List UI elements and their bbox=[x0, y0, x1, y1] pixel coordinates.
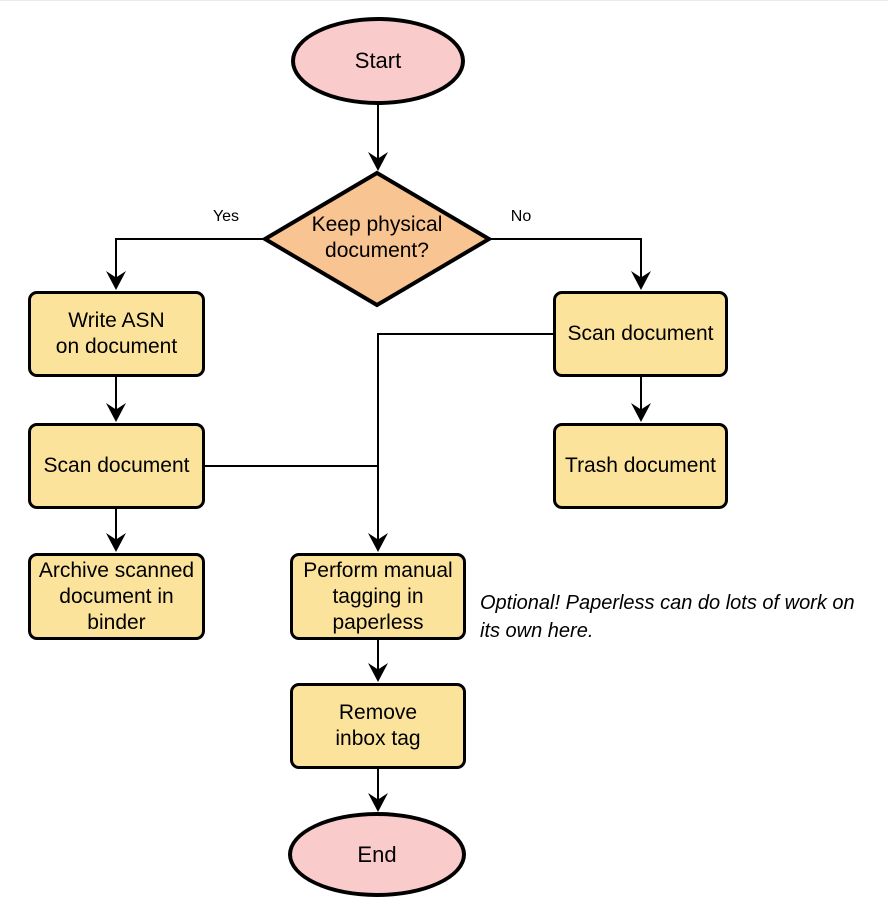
node-start: Start bbox=[291, 17, 465, 105]
decision-shape bbox=[261, 170, 493, 308]
node-archive-binder: Archive scanned document in binder bbox=[28, 553, 205, 640]
node-manual-tagging: Perform manual tagging in paperless bbox=[290, 553, 466, 640]
connector-no-branch bbox=[489, 238, 642, 278]
node-remove-inbox-tag: Remove inbox tag bbox=[290, 683, 466, 769]
node-trash-document: Trash document bbox=[553, 423, 728, 509]
node-scan-document-left: Scan document bbox=[28, 423, 205, 509]
arrow-head-archive bbox=[106, 533, 126, 552]
arrow-head-write-asn bbox=[106, 271, 126, 290]
connector-scanright-tagging bbox=[377, 333, 553, 540]
bottom-divider bbox=[0, 0, 888, 1]
arrow-head-tagging bbox=[368, 533, 388, 552]
arrow-head-decision bbox=[368, 152, 388, 171]
edge-label-no: No bbox=[510, 208, 532, 225]
edge-label-yes: Yes bbox=[212, 208, 240, 225]
arrow-head-trash bbox=[631, 403, 651, 422]
optional-note: Optional! Paperless can do lots of work … bbox=[480, 592, 855, 642]
node-decision-label: Keep physical document? bbox=[311, 213, 443, 262]
node-write-asn: Write ASN on document bbox=[28, 291, 205, 377]
arrow-head-scan-right bbox=[631, 271, 651, 290]
arrow-head-end bbox=[368, 793, 388, 812]
connector-yes-branch bbox=[115, 238, 265, 278]
node-end: End bbox=[288, 812, 466, 897]
arrow-head-remove bbox=[368, 663, 388, 682]
node-scan-document-right: Scan document bbox=[553, 291, 728, 377]
arrow-head-scan-left bbox=[106, 403, 126, 422]
